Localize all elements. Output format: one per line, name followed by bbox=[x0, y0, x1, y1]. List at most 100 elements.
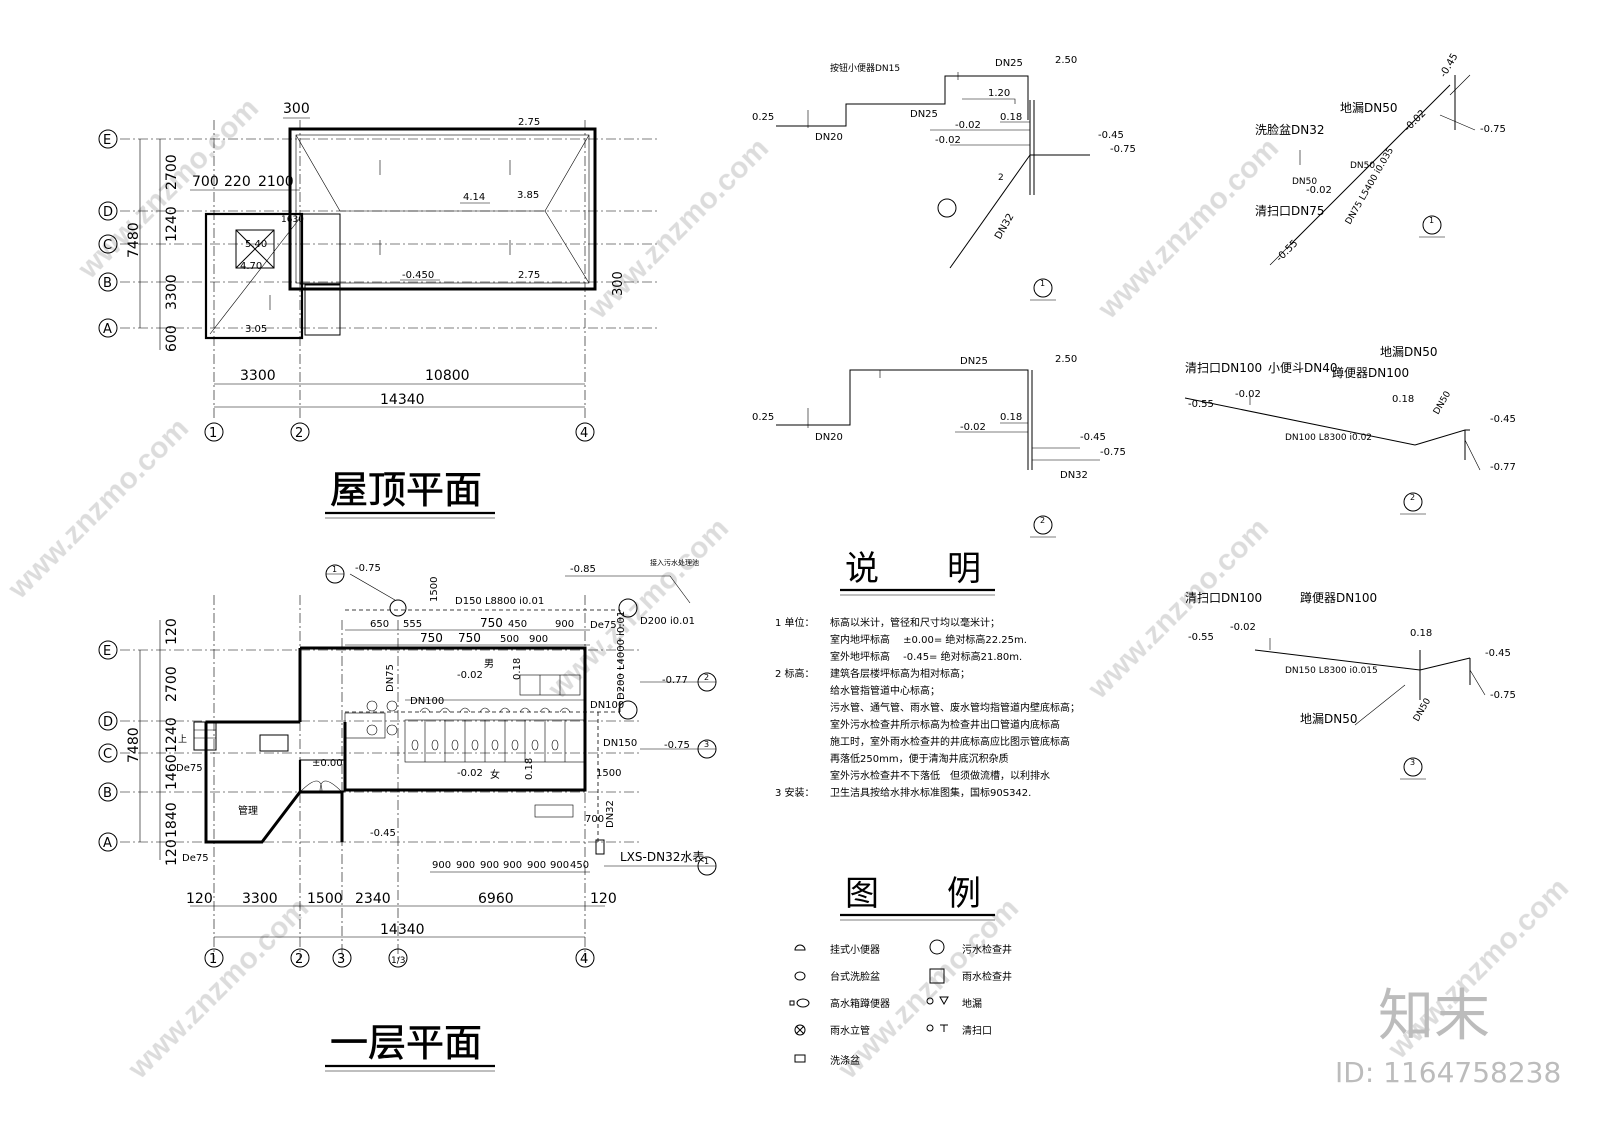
level-mark: 3.05 bbox=[245, 324, 267, 335]
dim-bottom-total: 14340 bbox=[380, 392, 425, 408]
dim-left: 120 bbox=[164, 839, 180, 866]
watermark-site: www.znzmo.com bbox=[1081, 512, 1275, 706]
dim-bottom: 10800 bbox=[425, 368, 470, 384]
pipe-label: 0.18 bbox=[1000, 112, 1022, 123]
supply-system-2: 0.25 DN20 DN25 2.50 0.18 -0.02 -0.45 -0.… bbox=[752, 354, 1126, 538]
legend-label: 地漏 bbox=[962, 997, 982, 1010]
pipe-label: DN25 bbox=[960, 356, 988, 367]
room-label: 女 bbox=[490, 768, 500, 781]
rain-downpipe-icon bbox=[794, 1024, 806, 1036]
pipe-label: DN50 bbox=[1350, 161, 1375, 171]
axis-label: 2 bbox=[295, 426, 303, 441]
axis-label: 1/3 bbox=[391, 956, 405, 966]
pipe-label: DN50 bbox=[1292, 177, 1317, 187]
dim-top: 450 bbox=[508, 619, 527, 630]
pipe-label: -0.02 bbox=[1402, 108, 1428, 134]
section-mark: 1 bbox=[332, 565, 337, 574]
dim-300-top: 300 bbox=[283, 101, 310, 117]
notes-title: 说 明 bbox=[845, 550, 981, 588]
pipe-label: DN75 L5400 i0.035 bbox=[1344, 146, 1396, 226]
watermark-site: www.znzmo.com bbox=[831, 892, 1025, 1086]
notes-section: 说 明 1 单位：标高以米计，管径和尺寸均以毫米计；室内地坪标高 ±0.00= … bbox=[775, 550, 1080, 799]
pipe-label: 小便斗DN40 bbox=[1268, 361, 1338, 375]
section-markers: 1 2 3 1 bbox=[325, 564, 717, 876]
drain-system-3: 清扫口DN100 蹲便器DN100 -0.02 -0.55 0.18 DN150… bbox=[1185, 591, 1516, 780]
pipe-label: 2.50 bbox=[1055, 55, 1077, 66]
dim-top: 700 bbox=[192, 174, 219, 190]
dim-stall: 900 bbox=[456, 860, 475, 871]
axis-label: 4 bbox=[580, 426, 588, 441]
section-mark: 3 bbox=[704, 740, 709, 749]
pipe-label: D150 L8800 i0.01 bbox=[455, 596, 544, 607]
level-mark: 4.14 bbox=[463, 192, 485, 203]
dim-top: 900 bbox=[555, 619, 574, 630]
note-text: 施工时，室外雨水检查井的井底标高应比图示管底标高 bbox=[830, 735, 1070, 748]
dim-left: 3300 bbox=[164, 274, 180, 310]
axis-label: D bbox=[103, 205, 113, 220]
section-mark: 1 bbox=[1040, 279, 1045, 288]
dim-top: 555 bbox=[403, 619, 422, 630]
pipe-label: 清扫口DN100 bbox=[1185, 361, 1262, 375]
dim-bottom: 1500 bbox=[307, 891, 343, 907]
pipe-label: D200 i0.01 bbox=[640, 616, 695, 627]
legend-title: 图 例 bbox=[845, 876, 981, 913]
level-mark: -0.77 bbox=[662, 675, 688, 686]
dim-left: 120 bbox=[164, 618, 180, 645]
pipe-label: DN32 bbox=[605, 800, 616, 828]
dim-bottom: 6960 bbox=[478, 891, 514, 907]
pipe-label: 0.25 bbox=[752, 412, 774, 423]
level-mark: -0.75 bbox=[355, 563, 381, 574]
dim-left: 1240 bbox=[164, 717, 180, 753]
roof-plan: E D C B A 1 2 4 2700 1240 3300 600 7480 bbox=[98, 101, 660, 519]
level-mark: ±0.00 bbox=[312, 758, 343, 769]
pipe-label: D200 L4000 i0.01 bbox=[616, 611, 627, 700]
dim-stall: 900 bbox=[432, 860, 451, 871]
pipe-label: DN20 bbox=[815, 432, 843, 443]
dim-stall: 900 bbox=[480, 860, 499, 871]
watermark-site: www.znzmo.com bbox=[1091, 132, 1285, 326]
pipe-label: DN32 bbox=[1060, 470, 1088, 481]
dim-1630: 1630 bbox=[281, 215, 304, 225]
pipe-label: 0.25 bbox=[752, 112, 774, 123]
room-label: 管理 bbox=[238, 804, 258, 817]
watermark-site: www.znzmo.com bbox=[121, 892, 315, 1086]
dim-top: 220 bbox=[224, 174, 251, 190]
note-text: 室外地坪标高 -0.45= 绝对标高21.80m. bbox=[830, 650, 1022, 663]
washbasin-icon bbox=[794, 971, 806, 981]
note-text: 给水管指管道中心标高； bbox=[830, 684, 940, 697]
legend-label: 高水箱蹲便器 bbox=[830, 997, 890, 1010]
legend-section: 图 例 挂式小便器 污水检查井 台式洗脸盆 雨水检查井 高水箱蹲便器 地漏 雨水… bbox=[789, 876, 1012, 1067]
note-text: 建筑各层楼坪标高为相对标高； bbox=[830, 667, 970, 680]
note-text: 卫生洁具按给水排水标准图集，国标90S342. bbox=[830, 786, 1031, 799]
dim-stall: 900 bbox=[503, 860, 522, 871]
pipe-label: 蹲便器DN100 bbox=[1332, 366, 1409, 380]
dim-stall: 450 bbox=[570, 860, 589, 871]
ground-labels: D150 L8800 i0.01 D200 i0.01 D200 L4000 i… bbox=[176, 558, 704, 864]
supply-system-1: 0.25 DN20 按钮小便器DN15 DN25 DN25 2.50 1.20 … bbox=[752, 55, 1136, 301]
dim-left: 1460 bbox=[164, 754, 180, 790]
section-mark: 1 bbox=[704, 857, 709, 866]
note-label: 接入污水处理池 bbox=[650, 558, 699, 567]
level-mark: -0.75 bbox=[664, 740, 690, 751]
axis-label: 1 bbox=[209, 952, 217, 967]
stair-label: 上 bbox=[178, 734, 187, 745]
level-mark: -0.450 bbox=[402, 270, 434, 281]
pipe-label: 蹲便器DN100 bbox=[1300, 591, 1377, 605]
dim-300-right: 300 bbox=[611, 271, 626, 296]
level-mark: 0.18 bbox=[524, 758, 535, 780]
dim-left: 1240 bbox=[164, 206, 180, 242]
pipe-label: -0.02 bbox=[1306, 185, 1332, 196]
grid-axis-bubbles: E D C B A 1 2 4 bbox=[98, 129, 595, 442]
pipe-label: De75 bbox=[590, 620, 617, 631]
drain-system-2: 清扫口DN100 小便斗DN40 蹲便器DN100 地漏DN50 -0.02 -… bbox=[1184, 345, 1516, 515]
dim-top: 900 bbox=[529, 634, 548, 645]
pipe-label: 按钮小便器DN15 bbox=[830, 62, 900, 74]
watermark-layer: www.znzmo.com www.znzmo.com www.znzmo.co… bbox=[1, 92, 1575, 1086]
section-mark: 3 bbox=[1410, 758, 1415, 767]
dim-top: 650 bbox=[370, 619, 389, 630]
note-text: 室外污水检查井不下落低 但须做流槽，以利排水 bbox=[830, 769, 1050, 782]
level-mark: -0.45 bbox=[370, 828, 396, 839]
pipe-label: De75 bbox=[182, 853, 209, 864]
pipe-label: DN20 bbox=[815, 132, 843, 143]
legend-label: 雨水检查井 bbox=[962, 970, 1012, 983]
